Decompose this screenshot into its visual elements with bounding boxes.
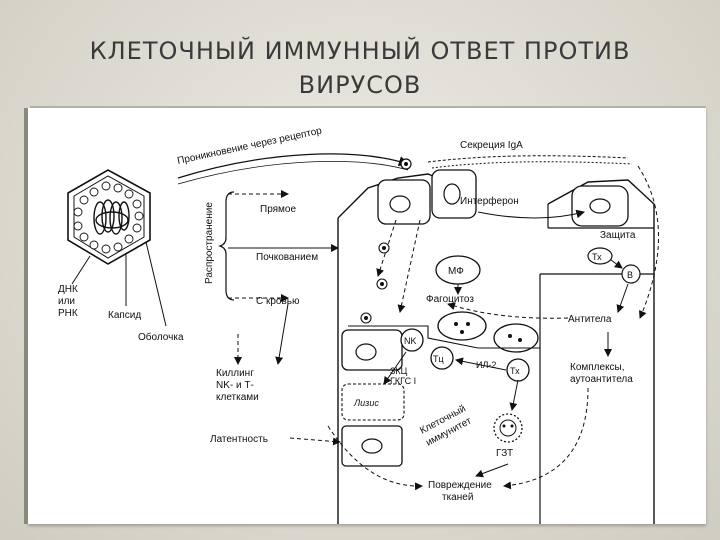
b-to-antibodies	[616, 283, 629, 313]
label-blood: С кровью	[256, 296, 300, 307]
label-b: В	[627, 270, 633, 280]
label-dth: ГЗТ	[496, 448, 513, 459]
arrow-cell-down-2	[397, 219, 421, 313]
label-complexes-2: аутоантитела	[570, 374, 633, 385]
tissue-line	[348, 325, 540, 349]
label-damage-1: Повреждение	[428, 480, 492, 491]
label-complexes-1: Комплексы,	[570, 362, 625, 373]
protected-cell	[571, 185, 629, 227]
penetration-arrow	[177, 153, 410, 179]
label-killing-1: Киллинг	[216, 368, 254, 379]
label-nk: NK	[404, 336, 417, 346]
spread-bracket	[218, 191, 235, 301]
label-protection: Защита	[600, 230, 636, 241]
right-side-arrow	[637, 165, 659, 319]
th-to-b-arrow	[610, 259, 623, 269]
slide-title: КЛЕТОЧНЫЙ ИММУННЫЙ ОТВЕТ ПРОТИВ ВИРУСОВ	[0, 34, 720, 102]
label-damage-2: тканей	[442, 492, 473, 503]
interferon-arrow	[477, 209, 586, 219]
latent-cell	[341, 425, 403, 467]
blood-to-killing	[275, 303, 289, 365]
infected-cell-top	[377, 158, 477, 225]
label-th: Тх	[592, 252, 602, 262]
label-or: или	[58, 296, 75, 307]
antibodies-to-phagocytosis	[447, 302, 569, 319]
il2-arrow	[455, 357, 507, 371]
tc-cell	[430, 346, 454, 370]
nk-cell	[400, 328, 424, 352]
infected-cell-middle	[341, 329, 403, 371]
label-iga: Секреция IgA	[460, 140, 523, 151]
penetration-arrow-inner	[177, 161, 409, 185]
label-capsid: Капсид	[108, 310, 141, 321]
label-phagocytosis: Фагоцитоз	[426, 294, 474, 305]
label-antibodies: Антитела	[568, 314, 612, 325]
panel-edge	[30, 106, 706, 108]
label-latency: Латентность	[210, 434, 268, 445]
diagram-panel: ДНК или РНК Капсид Оболочка Проникновени…	[28, 108, 706, 524]
dth-cell	[493, 413, 523, 443]
lysis-cell	[341, 383, 405, 421]
label-lysis: Лизис	[353, 398, 379, 408]
latency-arrow	[289, 437, 341, 446]
label-killing-2: NK- и Т-	[216, 380, 254, 391]
iga-wave	[427, 155, 629, 163]
title-line-2: ВИРУСОВ	[298, 71, 422, 99]
label-spread: Распространение	[204, 202, 215, 284]
envelope-pointer	[145, 241, 167, 327]
virus-particle	[67, 169, 151, 265]
label-th2: Тх	[510, 366, 520, 376]
complexes-to-damage	[503, 387, 589, 490]
iga-wave-2	[431, 161, 633, 169]
label-killing-3: клетками	[216, 392, 259, 403]
label-gkts: ГКГС I	[390, 376, 416, 386]
title-line-1: КЛЕТОЧНЫЙ ИММУННЫЙ ОТВЕТ ПРОТИВ	[89, 37, 631, 65]
label-dna: ДНК	[58, 284, 78, 295]
label-rna: РНК	[58, 308, 78, 319]
label-interferon: Интерферон	[460, 195, 519, 207]
phagocyte-2	[493, 323, 539, 353]
label-il2: ИЛ-2	[476, 360, 496, 370]
label-adcc: ЗКЦ	[390, 366, 408, 376]
th-to-dth	[509, 379, 519, 411]
immune-response-diagram: ДНК или РНК Капсид Оболочка Проникновени…	[58, 125, 659, 524]
label-envelope: Оболочка	[138, 331, 184, 343]
dna-pointer	[71, 255, 91, 285]
label-tc: Тц	[433, 354, 444, 364]
th-cell	[587, 247, 613, 265]
label-mf: МФ	[448, 266, 464, 277]
b-cell	[621, 264, 641, 284]
phagocyte-1	[437, 311, 487, 341]
nk-to-lysis	[383, 351, 407, 385]
label-direct: Прямое	[260, 204, 296, 215]
dth-to-damage	[475, 463, 509, 478]
killing-to-damage	[327, 425, 423, 491]
label-budding: Почкованием	[256, 252, 318, 263]
